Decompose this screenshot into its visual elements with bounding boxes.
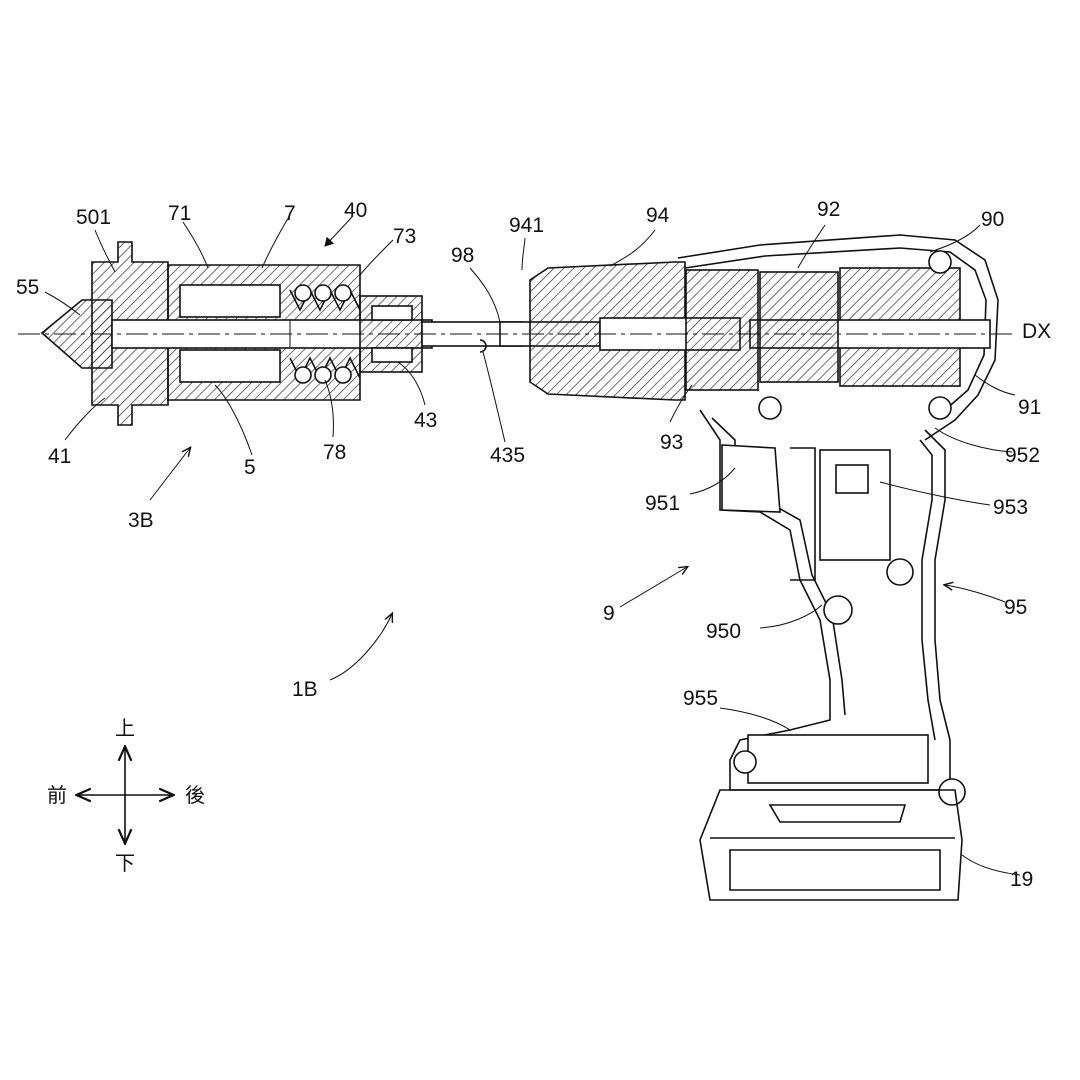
direction-indicator: 上 下 前 後 xyxy=(47,716,205,875)
ball xyxy=(294,284,312,302)
label-5: 5 xyxy=(244,456,256,479)
label-40: 40 xyxy=(344,199,367,222)
label-1b: 1B xyxy=(292,678,318,701)
gear-92 xyxy=(759,271,839,383)
ball xyxy=(314,284,332,302)
label-9: 9 xyxy=(603,602,615,625)
label-19: 19 xyxy=(1010,868,1033,891)
label-41: 41 xyxy=(48,445,71,468)
label-55: 55 xyxy=(16,276,39,299)
direction-down-label: 下 xyxy=(115,851,135,875)
label-93: 93 xyxy=(660,431,683,454)
screw-boss-950 xyxy=(823,595,853,625)
label-dx: DX xyxy=(1022,320,1051,343)
ball xyxy=(294,366,312,384)
bearing-race xyxy=(371,305,413,321)
label-73: 73 xyxy=(393,225,416,248)
direction-front-label: 前 xyxy=(47,783,67,807)
label-950: 950 xyxy=(706,620,741,643)
label-91: 91 xyxy=(1018,396,1041,419)
reference-labels: 501 71 7 40 73 55 41 5 78 43 435 3B 98 9… xyxy=(16,198,1051,891)
label-92: 92 xyxy=(817,198,840,221)
label-94: 94 xyxy=(646,204,670,227)
base-955 xyxy=(747,734,929,784)
label-951: 951 xyxy=(645,492,680,515)
label-501: 501 xyxy=(76,206,111,229)
main-body-9 xyxy=(677,234,999,901)
inner-cavity-bottom xyxy=(179,349,281,383)
label-90: 90 xyxy=(981,208,1004,231)
battery-19 xyxy=(699,789,963,901)
label-953: 953 xyxy=(993,496,1028,519)
label-3b: 3B xyxy=(128,509,154,532)
ball xyxy=(334,366,352,384)
direction-back-label: 後 xyxy=(185,783,205,807)
gear-93 xyxy=(685,269,759,391)
bearing-race xyxy=(371,347,413,363)
inner-cavity-top xyxy=(179,284,281,318)
screw-boss xyxy=(733,750,757,774)
leader-lines xyxy=(44,214,1021,876)
label-98: 98 xyxy=(451,244,474,267)
screw-boss xyxy=(938,778,966,806)
screw-boss xyxy=(886,558,914,586)
handle-95 xyxy=(699,409,951,791)
label-95: 95 xyxy=(1004,596,1027,619)
label-955: 955 xyxy=(683,687,718,710)
direction-up-label: 上 xyxy=(115,716,135,740)
label-435: 435 xyxy=(490,444,525,467)
label-7: 7 xyxy=(284,202,296,225)
label-941: 941 xyxy=(509,214,544,237)
ball xyxy=(334,284,352,302)
screw-boss xyxy=(928,250,952,274)
label-71: 71 xyxy=(168,202,191,225)
housing-90 xyxy=(677,234,999,441)
screw-boss xyxy=(758,396,782,420)
screw-boss xyxy=(928,396,952,420)
switch-window xyxy=(835,464,869,494)
label-43: 43 xyxy=(414,409,437,432)
ball xyxy=(314,366,332,384)
label-78: 78 xyxy=(323,441,346,464)
label-952: 952 xyxy=(1005,444,1040,467)
trigger-951 xyxy=(721,444,781,513)
